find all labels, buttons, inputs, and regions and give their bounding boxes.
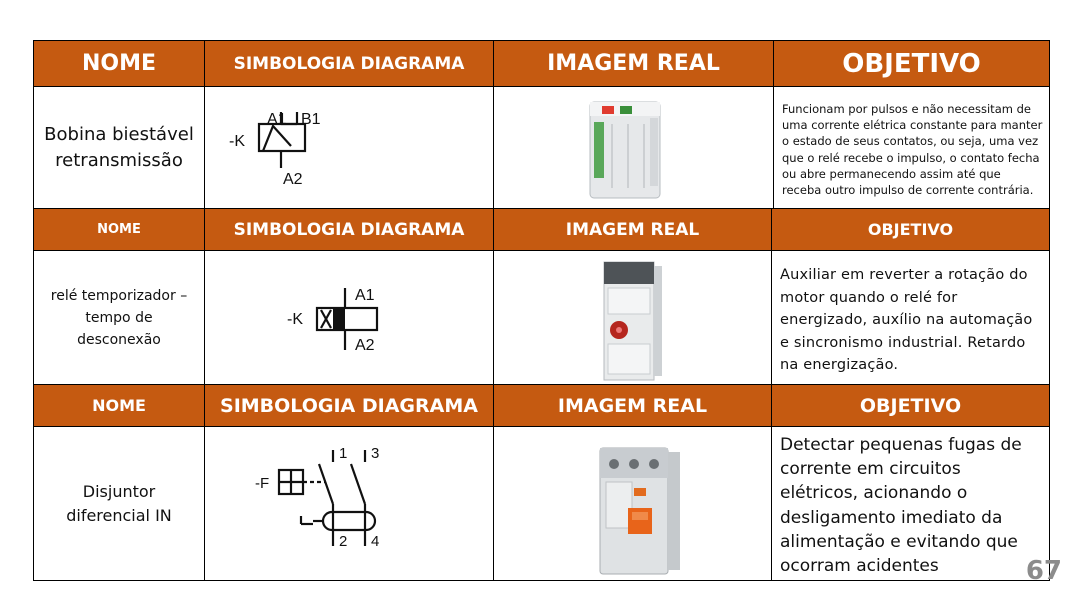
header-nome: NOME: [33, 384, 205, 427]
page-number: 67: [1025, 556, 1062, 586]
header-simbologia: SIMBOLOGIA DIAGRAMA: [204, 384, 494, 427]
bistable-relay-photo: [589, 101, 661, 198]
row-objetivo: Funcionam por pulsos e não necessitam de…: [773, 86, 1050, 209]
device-image-cell: [493, 250, 772, 385]
symbol-terminal-b1: B1: [301, 111, 321, 128]
row-name: Disjuntor diferencial IN: [33, 426, 205, 581]
symbol-terminal-2: 2: [339, 533, 347, 550]
symbol-disjuntor-diferencial: 1 3 -F 2 4: [204, 426, 494, 581]
timer-relay-photo: [603, 261, 662, 380]
row-name: Bobina biestável retransmissão: [33, 86, 205, 209]
symbol-terminal-1: 1: [339, 445, 347, 462]
header-imagem: IMAGEM REAL: [493, 384, 772, 427]
symbol-ref: -K: [287, 311, 303, 328]
row-name: relé temporizador – tempo de desconexão: [33, 250, 205, 385]
header-simbologia: SIMBOLOGIA DIAGRAMA: [204, 208, 494, 251]
bistable-coil-symbol-icon: A1 B1 -K A2: [229, 111, 321, 188]
table-header: NOME SIMBOLOGIA DIAGRAMA IMAGEM REAL OBJ…: [33, 208, 1050, 251]
table-row: relé temporizador – tempo de desconexão …: [33, 250, 1050, 385]
header-objetivo: OBJETIVO: [771, 384, 1050, 427]
rcd-breaker-photo: [599, 447, 680, 574]
symbol-ref: -F: [255, 475, 269, 492]
device-image-cell: [493, 426, 772, 581]
timer-relay-symbol-icon: A1 -K A2: [287, 287, 379, 354]
table-bobina-biestavel: NOME SIMBOLOGIA DIAGRAMA IMAGEM REAL OBJ…: [33, 40, 1050, 209]
device-image-cell: [493, 86, 774, 209]
header-objetivo: OBJETIVO: [773, 40, 1050, 87]
symbol-terminal-a2: A2: [283, 171, 303, 188]
header-objetivo: OBJETIVO: [771, 208, 1050, 251]
row-objetivo: Detectar pequenas fugas de corrente em c…: [771, 426, 1050, 581]
table-disjuntor-diferencial: NOME SIMBOLOGIA DIAGRAMA IMAGEM REAL OBJ…: [33, 384, 1050, 581]
table-header: NOME SIMBOLOGIA DIAGRAMA IMAGEM REAL OBJ…: [33, 384, 1050, 427]
symbol-terminal-3: 3: [371, 445, 379, 462]
rcd-breaker-symbol-icon: 1 3 -F 2 4: [255, 445, 379, 550]
table-rele-temporizador: NOME SIMBOLOGIA DIAGRAMA IMAGEM REAL OBJ…: [33, 208, 1050, 385]
symbol-rele-temporizador: A1 -K A2: [204, 250, 494, 385]
symbol-terminal-a1: A1: [355, 287, 375, 304]
symbol-ref: -K: [229, 133, 245, 150]
symbol-terminal-4: 4: [371, 533, 379, 550]
row-objetivo: Auxiliar em reverter a rotação do motor …: [771, 250, 1050, 385]
symbol-terminal-a1: A1: [267, 111, 287, 128]
header-nome: NOME: [33, 208, 205, 251]
header-nome: NOME: [33, 40, 205, 87]
table-header: NOME SIMBOLOGIA DIAGRAMA IMAGEM REAL OBJ…: [33, 40, 1050, 87]
header-imagem: IMAGEM REAL: [493, 208, 772, 251]
symbol-terminal-a2: A2: [355, 337, 375, 354]
table-row: Bobina biestável retransmissão A1 B1 -K …: [33, 86, 1050, 209]
symbol-bobina-biestavel: A1 B1 -K A2: [204, 86, 494, 209]
header-simbologia: SIMBOLOGIA DIAGRAMA: [204, 40, 494, 87]
header-imagem: IMAGEM REAL: [493, 40, 774, 87]
table-row: Disjuntor diferencial IN: [33, 426, 1050, 581]
